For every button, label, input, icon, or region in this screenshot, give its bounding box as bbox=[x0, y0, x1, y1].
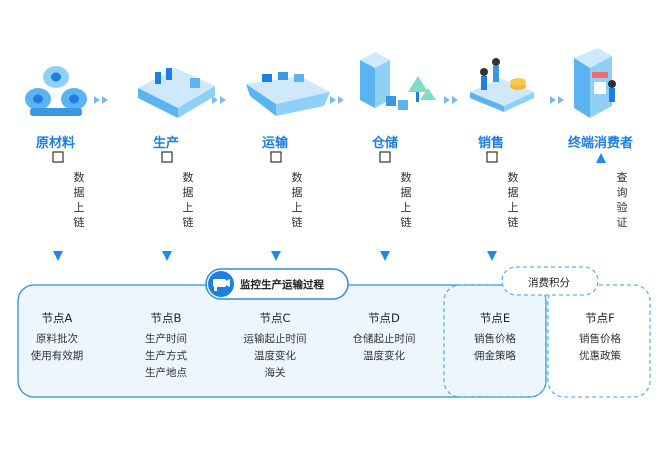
node-title-d: 节点D bbox=[368, 311, 400, 325]
warehouse-icon bbox=[360, 52, 436, 110]
node-item: 优惠政策 bbox=[579, 350, 621, 362]
node-item: 销售价格 bbox=[579, 333, 621, 345]
paper-rolls-icon bbox=[25, 66, 87, 116]
node-item: 生产时间 bbox=[145, 333, 187, 345]
node-item: 仓储起止时间 bbox=[352, 333, 416, 345]
stage-label-transport: 运输 bbox=[262, 136, 289, 151]
node-title-e: 节点E bbox=[479, 311, 511, 325]
node-item: 温度变化 bbox=[254, 350, 296, 362]
flow-label-upload: 数据上链 bbox=[182, 171, 194, 229]
node-title-f: 节点F bbox=[585, 311, 615, 325]
node-item: 原料批次 bbox=[36, 333, 78, 345]
points-label: 消费积分 bbox=[528, 277, 570, 289]
flow-line-down bbox=[379, 151, 391, 261]
camera-icon bbox=[213, 279, 230, 291]
stage-arrow bbox=[330, 96, 344, 104]
stage-label-storage: 仓储 bbox=[372, 136, 399, 151]
stage-label-raw-material: 原材料 bbox=[36, 136, 76, 151]
stage-arrow bbox=[550, 96, 564, 104]
node-item: 生产方式 bbox=[145, 350, 187, 362]
sales-people-icon bbox=[470, 58, 534, 112]
flow-label-upload: 数据上链 bbox=[73, 171, 85, 229]
stage-label-consumer: 终端消费者 bbox=[568, 136, 634, 151]
flow-line-down bbox=[52, 151, 64, 261]
node-item: 温度变化 bbox=[363, 350, 405, 362]
node-item: 销售价格 bbox=[474, 333, 516, 345]
flow-label-upload: 数据上链 bbox=[291, 171, 303, 229]
node-item: 运输起止时间 bbox=[243, 333, 307, 345]
flow-label-upload: 数据上链 bbox=[400, 171, 412, 229]
flow-line-up bbox=[596, 153, 606, 262]
stage-label-production: 生产 bbox=[153, 136, 180, 151]
flow-line-down bbox=[270, 151, 282, 261]
mobile-shop-icon bbox=[574, 48, 616, 118]
node-item: 海关 bbox=[264, 367, 286, 379]
node-title-a: 节点A bbox=[41, 311, 73, 325]
points-pill bbox=[501, 266, 599, 296]
factory-icon bbox=[138, 68, 215, 118]
stage-arrow bbox=[212, 96, 226, 104]
node-item: 佣金策略 bbox=[474, 350, 516, 362]
node-title-b: 节点B bbox=[150, 311, 182, 325]
monitor-pill bbox=[205, 268, 349, 300]
flow-label-upload: 数据上链 bbox=[507, 171, 519, 229]
node-title-c: 节点C bbox=[259, 311, 291, 325]
node-item: 生产地点 bbox=[145, 367, 187, 379]
flow-line-down bbox=[486, 151, 498, 261]
monitor-label: 监控生产运输过程 bbox=[240, 279, 324, 291]
node-f-dashed-box bbox=[547, 284, 651, 398]
node-item: 使用有效期 bbox=[30, 350, 84, 362]
stage-arrow bbox=[94, 96, 108, 104]
cargo-ship-icon bbox=[246, 72, 330, 116]
node-e-dashed-outline bbox=[443, 284, 547, 398]
stage-arrow bbox=[444, 96, 458, 104]
flow-label-verify: 查询验证 bbox=[616, 171, 628, 229]
stage-label-sales: 销售 bbox=[478, 136, 505, 151]
flow-line-down bbox=[161, 151, 173, 261]
